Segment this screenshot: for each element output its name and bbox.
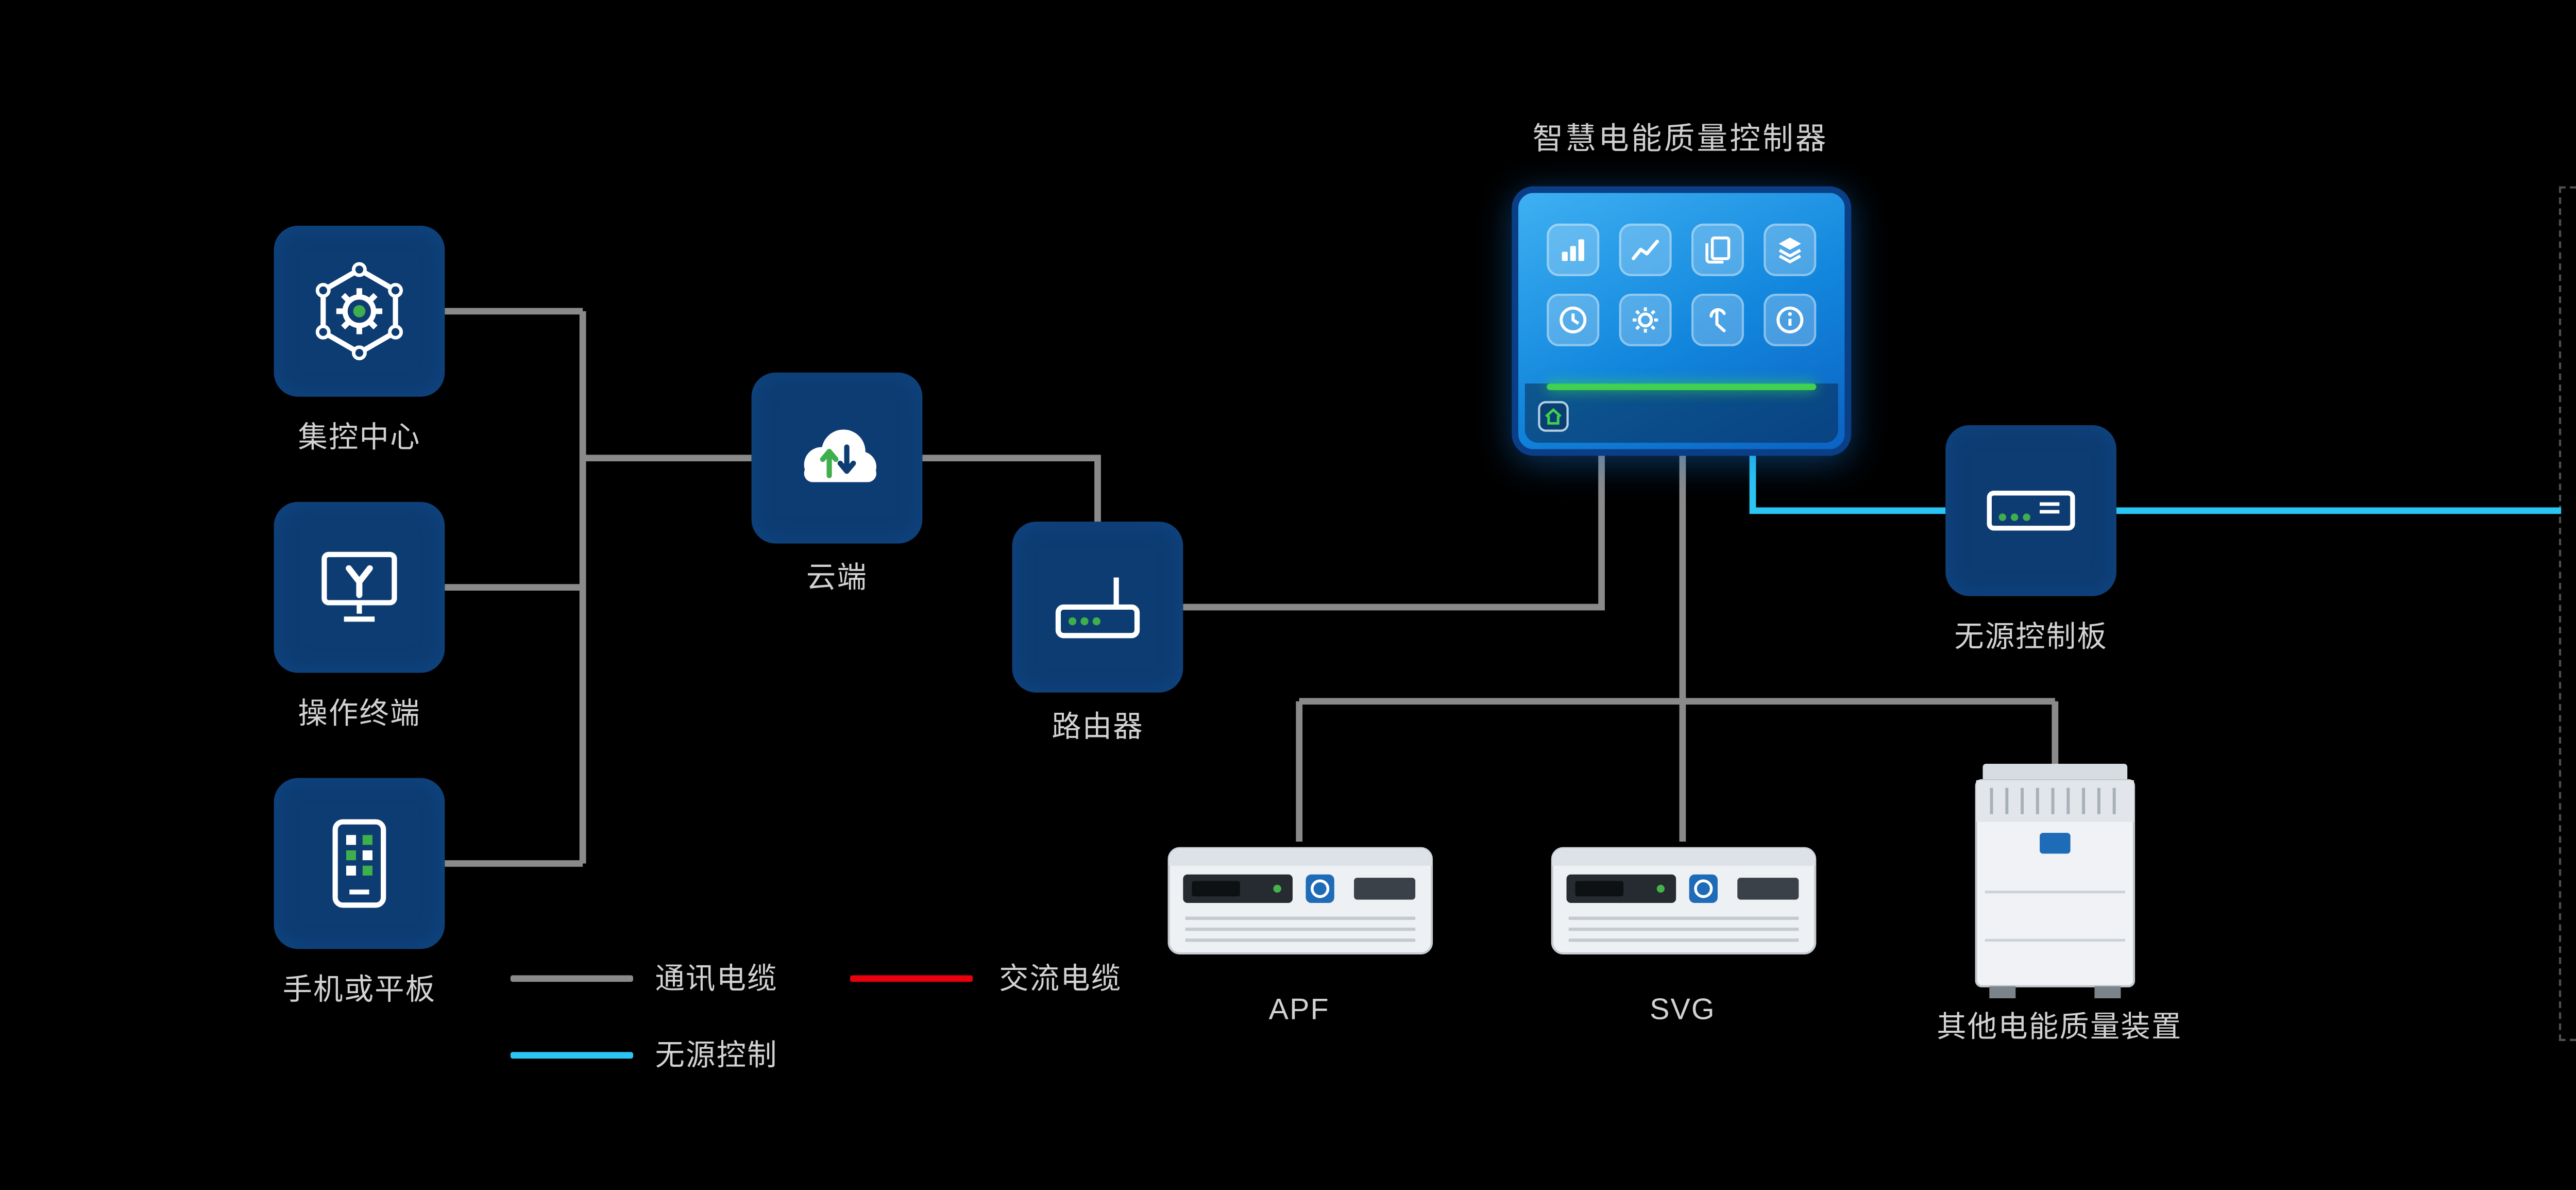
passive-components-group-box bbox=[2558, 186, 2576, 1041]
node-terminal bbox=[274, 501, 445, 673]
cloud-label: 云端 bbox=[806, 561, 868, 594]
layers-icon bbox=[1764, 223, 1817, 276]
control-board-icon bbox=[1987, 491, 2075, 531]
router-icon bbox=[1055, 577, 1140, 639]
hexagon-gear-icon bbox=[315, 262, 403, 361]
node-cloud bbox=[751, 372, 923, 544]
phone-icon bbox=[332, 819, 386, 908]
legend-passive-control-label: 无源控制 bbox=[655, 1038, 778, 1072]
apf-device bbox=[1165, 837, 1435, 964]
dock-progress-line bbox=[1547, 383, 1817, 389]
home-icon bbox=[1538, 401, 1569, 432]
legend-passive-control-swatch bbox=[510, 1052, 633, 1059]
legend-comm-cable-label: 通讯电缆 bbox=[655, 962, 778, 995]
legend-ac-cable-swatch bbox=[850, 975, 973, 982]
apf-label: APF bbox=[1268, 993, 1330, 1026]
info-icon bbox=[1764, 293, 1817, 346]
line-chart-icon bbox=[1619, 223, 1672, 276]
node-router bbox=[1012, 522, 1183, 693]
wire-router-controller bbox=[1183, 451, 1605, 611]
clock-icon bbox=[1547, 293, 1600, 346]
controller-dock bbox=[1524, 383, 1838, 443]
svg-device bbox=[1549, 837, 1819, 964]
document-icon bbox=[1691, 223, 1744, 276]
control-center-label: 集控中心 bbox=[298, 421, 421, 454]
node-mobile bbox=[274, 778, 445, 949]
legend-comm-cable-swatch bbox=[510, 975, 633, 982]
cabinet-image bbox=[1975, 763, 2136, 999]
mobile-label: 手机或平板 bbox=[282, 973, 436, 1006]
passive-board-label: 无源控制板 bbox=[1954, 620, 2108, 653]
other-device-cabinet bbox=[1956, 761, 2154, 1002]
wire-controller-passive-board bbox=[1749, 451, 1946, 514]
node-control-center bbox=[274, 226, 445, 397]
controller-device bbox=[1512, 186, 1852, 456]
terminal-label: 操作终端 bbox=[298, 697, 421, 730]
rack-server-image bbox=[1551, 847, 1817, 954]
svg-label: SVG bbox=[1650, 993, 1716, 1026]
bar-chart-icon bbox=[1547, 223, 1600, 276]
other-device-label: 其他电能质量装置 bbox=[1937, 1010, 2182, 1044]
controller-screen bbox=[1524, 199, 1838, 443]
node-passive-board bbox=[1945, 425, 2116, 596]
wire-cloud-router bbox=[922, 455, 1101, 526]
router-label: 路由器 bbox=[1052, 710, 1144, 743]
rack-server-image bbox=[1167, 847, 1433, 954]
touch-icon bbox=[1691, 293, 1744, 346]
controller-app-grid bbox=[1525, 199, 1838, 346]
legend-ac-cable-label: 交流电缆 bbox=[999, 962, 1122, 995]
gear-icon bbox=[1619, 293, 1672, 346]
monitor-wrench-icon bbox=[321, 551, 397, 622]
page-title: 智慧电能质量控制器 bbox=[1532, 120, 1828, 156]
cloud-sync-icon bbox=[804, 429, 876, 482]
